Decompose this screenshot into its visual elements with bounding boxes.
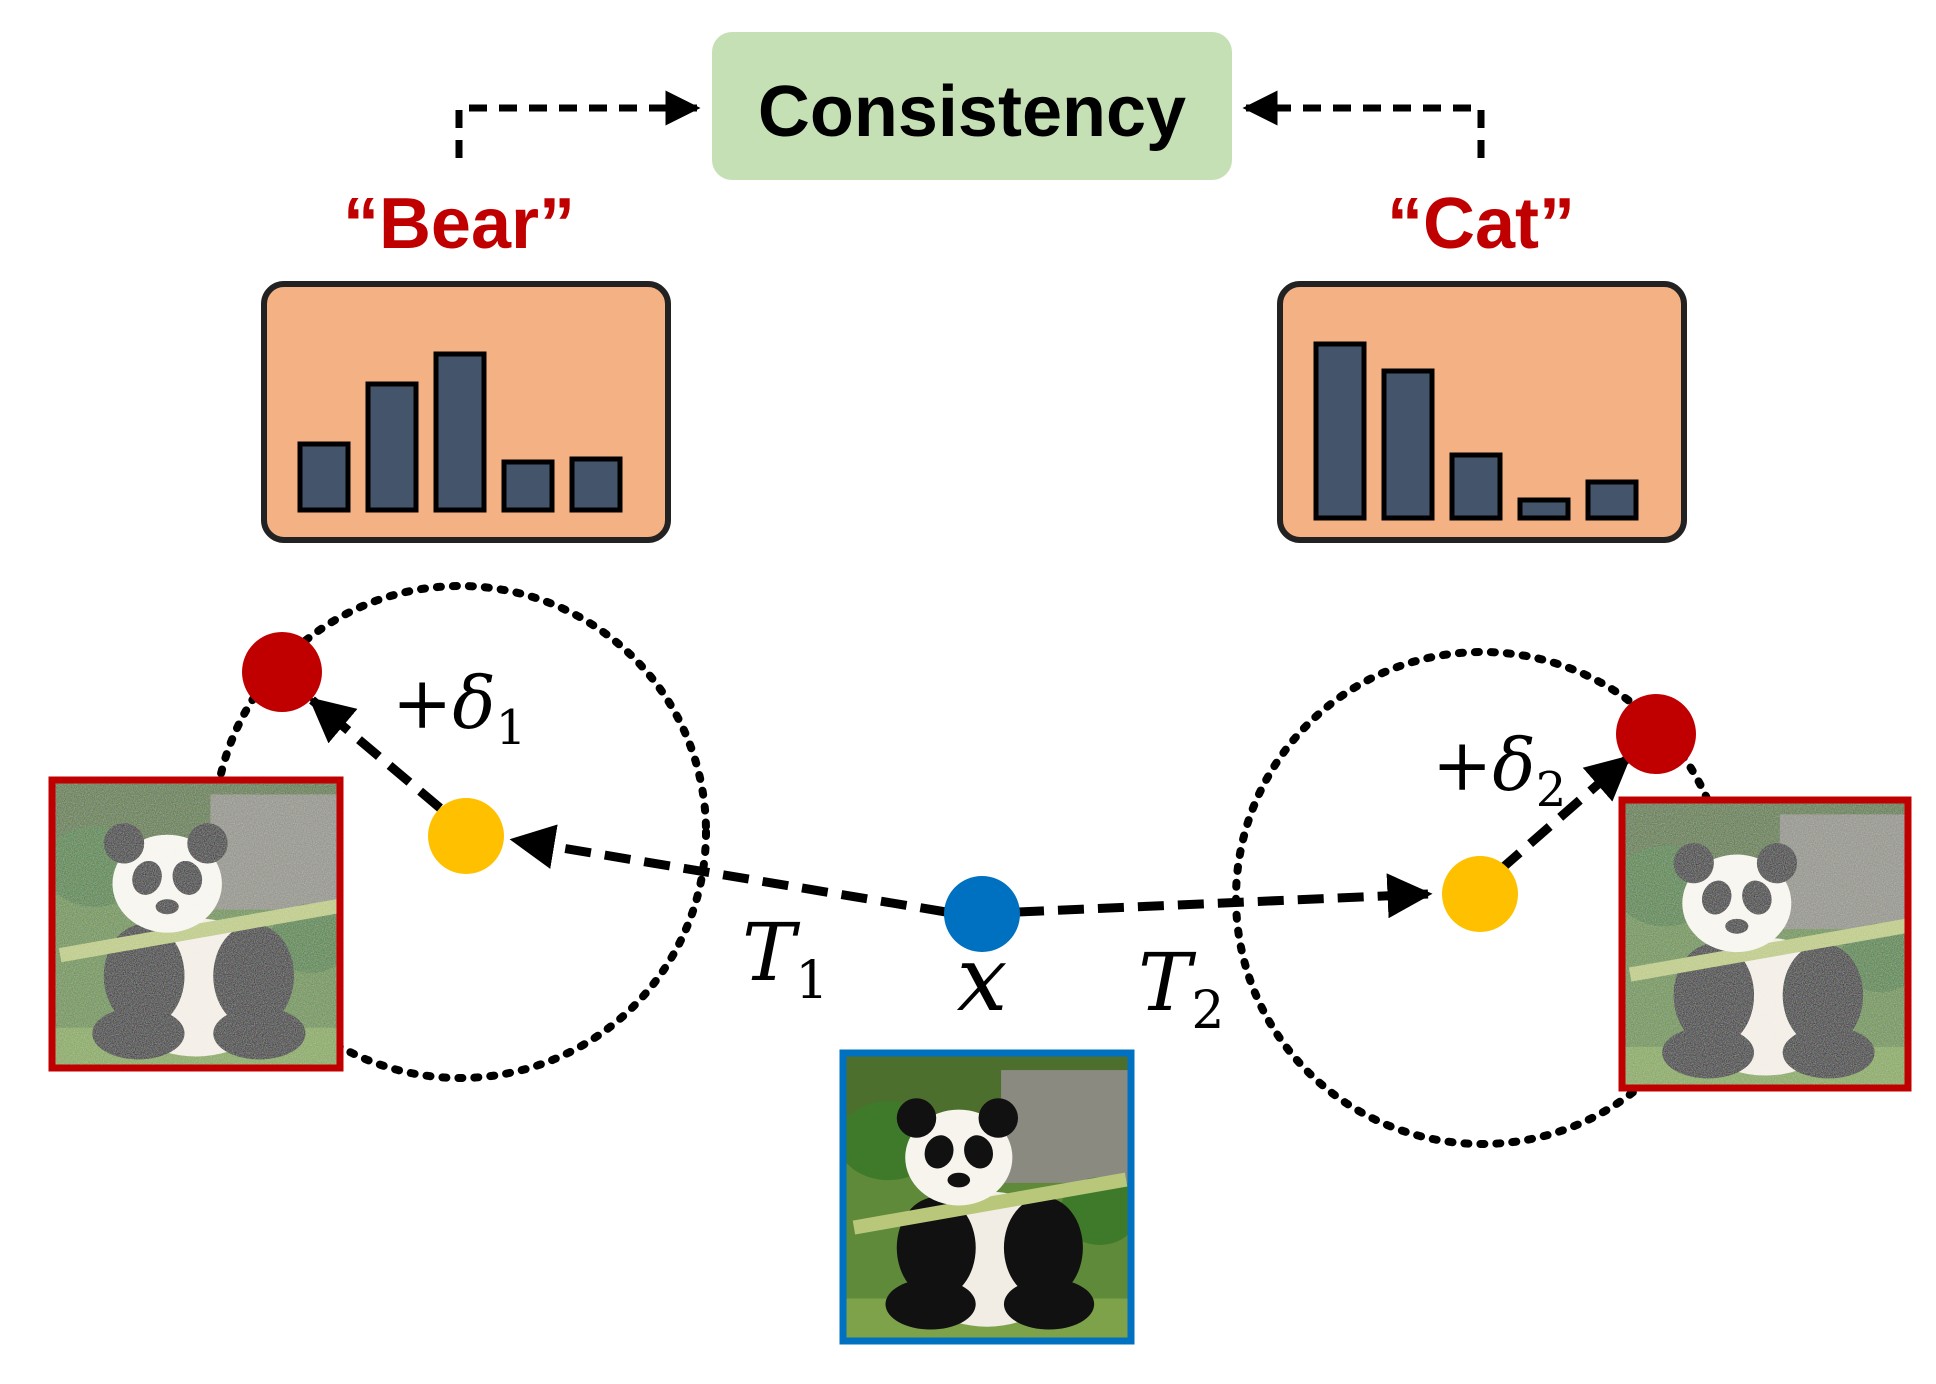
clean-image-frame xyxy=(839,1049,1135,1345)
left-histogram-bar-1 xyxy=(297,441,351,513)
noisy-panda-photo-icon xyxy=(1622,800,1908,1087)
transform-right-label: T2 xyxy=(1138,936,1224,1041)
right-histogram-bar-5 xyxy=(1585,479,1639,521)
adversarial-dot-right xyxy=(1616,694,1696,774)
left-histogram-bar-3 xyxy=(433,351,487,513)
perturb-left-label: +δ1 xyxy=(392,661,526,756)
consistency-label: Consistency xyxy=(758,72,1186,152)
right-histogram xyxy=(1313,341,1639,521)
left-to-consistency-arrow xyxy=(455,90,701,158)
transform-left-arrow xyxy=(509,824,947,917)
transform-right-arrow xyxy=(1017,873,1433,919)
consistency-box xyxy=(712,32,1232,180)
left-histogram-bar-4 xyxy=(501,459,555,513)
right-class-label: “Cat” xyxy=(1387,184,1575,264)
adversarial-dot-left xyxy=(242,632,322,712)
left-class-label: “Bear” xyxy=(343,184,575,264)
input-dot xyxy=(944,876,1020,952)
perturb-left-arrow xyxy=(308,696,443,812)
left-histogram-bar-2 xyxy=(365,381,419,513)
transformed-dot-right xyxy=(1442,856,1518,932)
panda-photo-icon xyxy=(846,1056,1128,1338)
right-to-consistency-arrow xyxy=(1242,90,1485,158)
transformed-dot-left xyxy=(428,798,504,874)
right-histogram-bar-3 xyxy=(1449,452,1503,521)
left-histogram xyxy=(297,351,623,513)
perturb-right-label: +δ2 xyxy=(1432,723,1566,818)
right-histogram-bar-2 xyxy=(1381,368,1435,521)
right-prediction-box xyxy=(1277,281,1687,543)
adversarial-image-frame-right xyxy=(1618,796,1912,1092)
noisy-panda-photo-icon xyxy=(52,780,340,1068)
perturb-right-arrow xyxy=(1497,754,1632,874)
left-histogram-bar-5 xyxy=(569,456,623,513)
input-label: x xyxy=(957,927,1008,1032)
right-histogram-bar-1 xyxy=(1313,341,1367,521)
adversarial-image-frame-left xyxy=(48,776,344,1072)
transform-left-label: T1 xyxy=(742,906,828,1011)
right-histogram-bar-4 xyxy=(1517,497,1571,521)
